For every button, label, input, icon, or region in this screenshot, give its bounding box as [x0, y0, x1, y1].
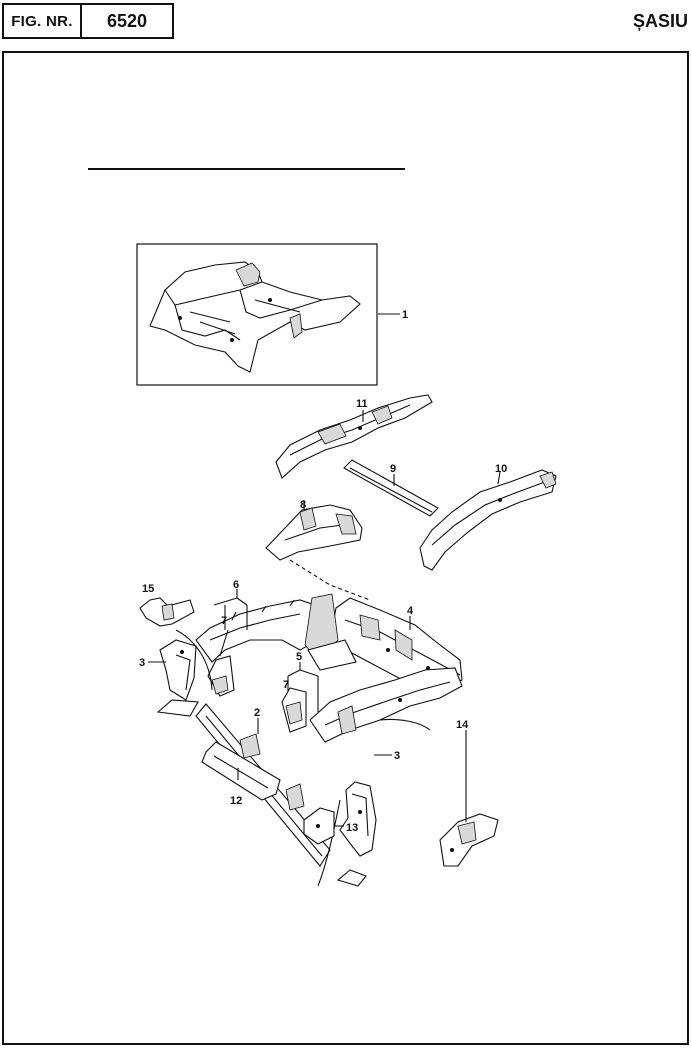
figure-number-value: 6520	[106, 10, 148, 31]
part-12-lower-bracket	[201, 741, 281, 801]
callout-14: 14	[456, 719, 469, 731]
callout-3-left: 3	[139, 657, 145, 669]
part-13-plate	[303, 807, 335, 845]
callout-11: 11	[356, 398, 368, 410]
part-3-left-mount	[156, 639, 199, 717]
callout-15: 15	[142, 583, 154, 595]
part-8-bracket	[265, 504, 363, 561]
diagram-frame	[2, 51, 689, 1045]
part-10-side-rail	[419, 469, 557, 571]
callout-12: 12	[230, 795, 242, 807]
part-6-left-rail	[195, 593, 357, 671]
callout-1: 1	[402, 309, 408, 321]
callout-7-right: 7	[283, 679, 289, 691]
callout-10: 10	[495, 463, 507, 475]
part-9-crossmember	[343, 459, 439, 517]
callout-3-right: 3	[394, 750, 400, 762]
part-1-chassis-assembly	[136, 243, 378, 386]
callout-6: 6	[233, 579, 239, 591]
part-7-right-gusset	[281, 687, 307, 733]
callout-2: 2	[254, 707, 260, 719]
part-5-right-rail	[309, 667, 463, 743]
section-title: ȘASIU	[632, 11, 688, 31]
callout-5: 5	[296, 651, 302, 663]
callout-4: 4	[407, 605, 414, 617]
part-7-left-gusset	[207, 655, 235, 697]
figure-number-label: FIG. NR.	[4, 5, 82, 37]
part-4-floor-panel	[329, 597, 463, 691]
callout-9: 9	[390, 463, 396, 475]
callout-7-left: 7	[221, 615, 227, 627]
part-14-side-bracket	[439, 813, 499, 867]
part-15-small-bracket	[139, 597, 195, 627]
figure-number-box: FIG. NR. 6520	[2, 3, 174, 39]
part-11-upper-rail	[275, 394, 433, 479]
callout-13: 13	[346, 822, 358, 834]
callout-8: 8	[300, 499, 306, 511]
part-3-right-mount	[336, 781, 377, 887]
